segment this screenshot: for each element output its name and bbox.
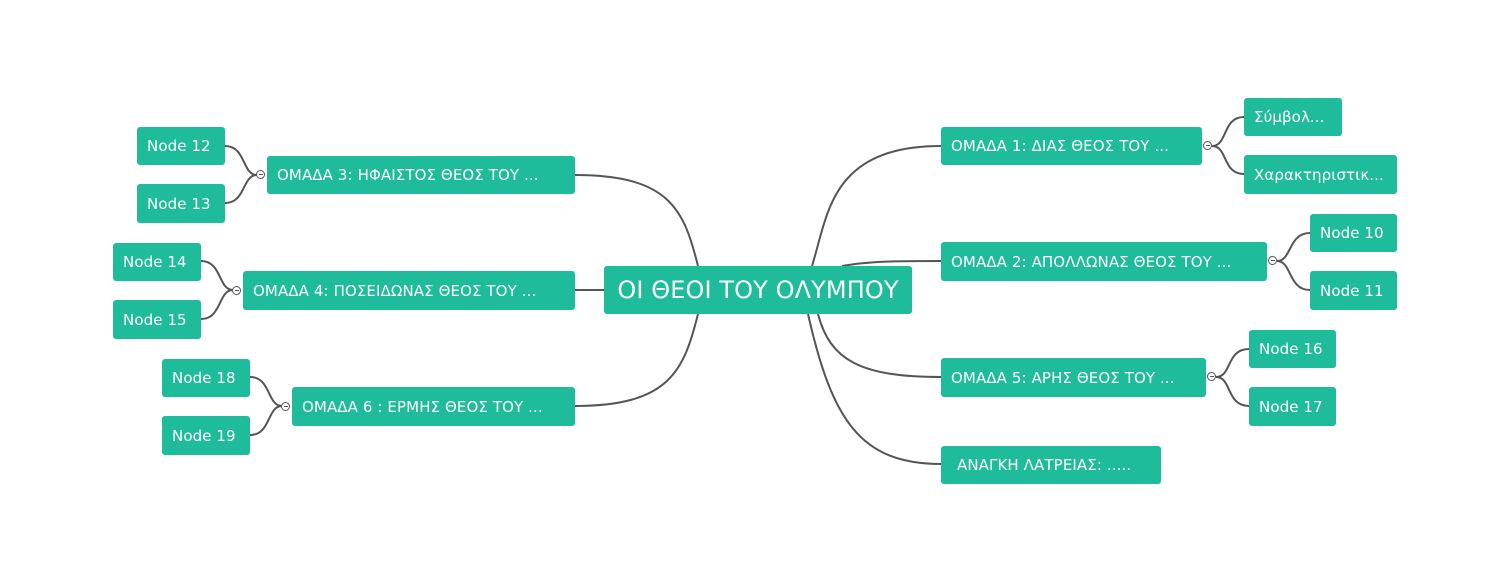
- branch-node-label: ΟΜΑΔΑ 3: ΗΦΑΙΣΤΟΣ ΘΕΟΣ ΤΟΥ ...: [277, 166, 539, 184]
- leaf-node[interactable]: Node 16: [1249, 330, 1336, 368]
- branch-node-anagki-latreias[interactable]: ΑΝΑΓΚΗ ΛΑΤΡΕΙΑΣ: .....: [941, 446, 1161, 484]
- branch-node-omada-1[interactable]: ΟΜΑΔΑ 1: ΔΙΑΣ ΘΕΟΣ ΤΟΥ ...: [941, 127, 1202, 165]
- link-b3-c1: [224, 145, 258, 176]
- link-root-branch-5: [817, 313, 942, 378]
- link-b4-c1: [200, 260, 234, 291]
- leaf-node-label: Node 17: [1259, 397, 1323, 416]
- link-root-branch-6: [574, 313, 699, 407]
- link-b6-c1: [249, 376, 283, 407]
- leaf-node-label: Node 19: [172, 426, 236, 445]
- branch-node-label: ΟΜΑΔΑ 4: ΠΟΣΕΙΔΩΝΑΣ ΘΕΟΣ ΤΟΥ ...: [253, 281, 537, 300]
- link-b1-c2: [1211, 145, 1245, 175]
- root-node[interactable]: ΟΙ ΘΕΟΙ ΤΟΥ ΟΛΥΜΠΟΥ: [604, 266, 912, 314]
- leaf-node-label: Node 11: [1320, 281, 1384, 300]
- leaf-node-label: Node 18: [172, 369, 236, 387]
- link-root-branch-1: [811, 145, 942, 267]
- leaf-node[interactable]: Node 19: [162, 416, 250, 455]
- leaf-node[interactable]: Node 17: [1249, 387, 1336, 426]
- branch-node-omada-5[interactable]: ΟΜΑΔΑ 5: ΑΡΗΣ ΘΕΟΣ ΤΟΥ ...: [941, 358, 1206, 397]
- branch-node-label: ΟΜΑΔΑ 1: ΔΙΑΣ ΘΕΟΣ ΤΟΥ ...: [951, 137, 1169, 155]
- leaf-node[interactable]: Χαρακτηριστικ...: [1244, 155, 1397, 194]
- leaf-node-label: Node 14: [123, 253, 187, 271]
- leaf-node-label: Χαρακτηριστικ...: [1254, 165, 1384, 184]
- link-root-branch-anagki: [807, 313, 942, 465]
- leaf-node[interactable]: Node 18: [162, 359, 250, 397]
- leaf-node-label: Node 15: [123, 310, 187, 329]
- leaf-node[interactable]: Node 13: [137, 184, 225, 223]
- link-b1-c1: [1211, 116, 1245, 147]
- link-b6-c2: [249, 405, 283, 436]
- branch-node-label: ΟΜΑΔΑ 5: ΑΡΗΣ ΘΕΟΣ ΤΟΥ ...: [951, 368, 1175, 387]
- leaf-node[interactable]: Node 12: [137, 127, 225, 165]
- collapse-minus-icon[interactable]: [232, 286, 241, 295]
- root-node-label: ΟΙ ΘΕΟΙ ΤΟΥ ΟΛΥΜΠΟΥ: [617, 276, 899, 304]
- branch-node-omada-3[interactable]: ΟΜΑΔΑ 3: ΗΦΑΙΣΤΟΣ ΘΕΟΣ ΤΟΥ ...: [267, 156, 575, 194]
- collapse-minus-icon[interactable]: [281, 402, 290, 411]
- link-b4-c2: [200, 289, 234, 320]
- branch-node-label: ΑΝΑΓΚΗ ΛΑΤΡΕΙΑΣ: .....: [957, 456, 1132, 474]
- collapse-minus-icon[interactable]: [1207, 372, 1216, 381]
- leaf-node[interactable]: Node 15: [113, 300, 201, 339]
- collapse-minus-icon[interactable]: [1268, 256, 1277, 265]
- leaf-node[interactable]: Node 11: [1310, 271, 1397, 310]
- branch-node-omada-4[interactable]: ΟΜΑΔΑ 4: ΠΟΣΕΙΔΩΝΑΣ ΘΕΟΣ ΤΟΥ ...: [243, 271, 575, 310]
- leaf-node-label: Node 10: [1320, 224, 1384, 242]
- link-b3-c2: [224, 174, 258, 204]
- collapse-minus-icon[interactable]: [256, 170, 265, 179]
- leaf-node[interactable]: Node 14: [113, 243, 201, 281]
- link-root-branch-3: [574, 174, 699, 267]
- branch-node-label: ΟΜΑΔΑ 6 : ΕΡΜΗΣ ΘΕΟΣ ΤΟΥ ...: [302, 397, 543, 416]
- collapse-minus-icon[interactable]: [1203, 141, 1212, 150]
- branch-node-omada-2[interactable]: ΟΜΑΔΑ 2: ΑΠΟΛΛΩΝΑΣ ΘΕΟΣ ΤΟΥ ...: [941, 242, 1267, 281]
- leaf-node-label: Node 16: [1259, 340, 1323, 358]
- link-b2-c2: [1276, 260, 1311, 291]
- leaf-node-label: Σύμβολ...: [1254, 108, 1325, 126]
- branch-node-omada-6[interactable]: ΟΜΑΔΑ 6 : ΕΡΜΗΣ ΘΕΟΣ ΤΟΥ ...: [292, 387, 575, 426]
- link-root-branch-2: [841, 260, 942, 267]
- link-b2-c1: [1276, 232, 1311, 262]
- leaf-node[interactable]: Σύμβολ...: [1244, 98, 1342, 136]
- leaf-node-label: Node 13: [147, 194, 211, 213]
- leaf-node-label: Node 12: [147, 137, 211, 155]
- branch-node-label: ΟΜΑΔΑ 2: ΑΠΟΛΛΩΝΑΣ ΘΕΟΣ ΤΟΥ ...: [951, 252, 1232, 271]
- leaf-node[interactable]: Node 10: [1310, 214, 1397, 252]
- link-b5-c1: [1215, 348, 1250, 378]
- link-b5-c2: [1215, 376, 1250, 407]
